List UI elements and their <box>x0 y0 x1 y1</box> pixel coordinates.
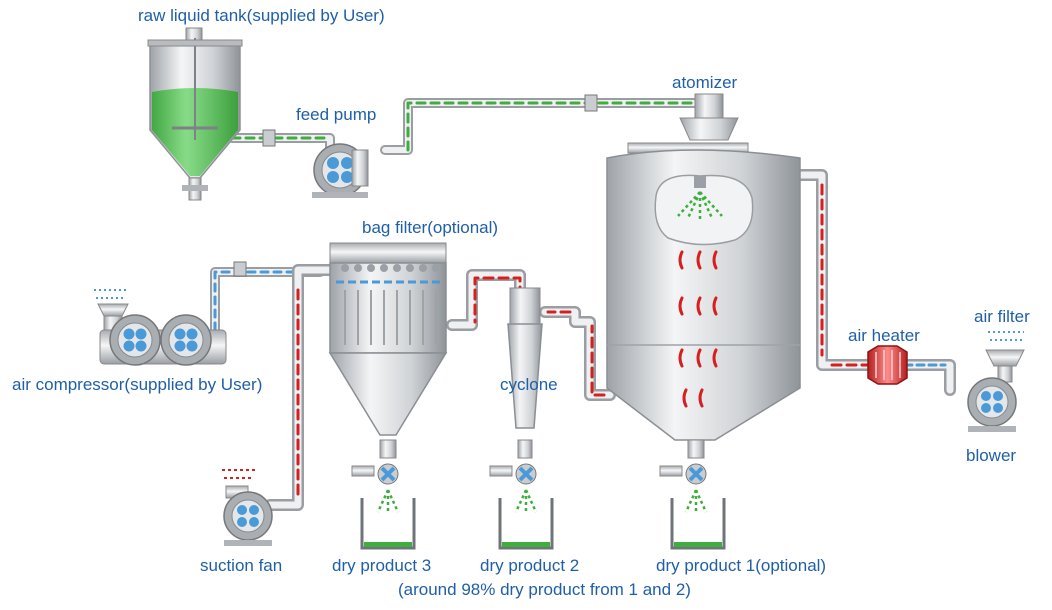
air-heater-label: air heater <box>848 326 920 345</box>
air-filter <box>985 331 1025 383</box>
dry-product-3-label: dry product 3 <box>332 556 432 575</box>
product-fill <box>364 542 722 547</box>
feed-valves <box>262 94 598 147</box>
compressed-air-pipe <box>210 267 325 335</box>
blower <box>967 377 1017 432</box>
hot-air-pipe <box>794 169 956 396</box>
raw-liquid-tank-label: raw liquid tank(supplied by User) <box>138 6 385 25</box>
atomizer-label: atomizer <box>672 73 738 92</box>
rotary-valves <box>351 463 707 485</box>
bag-filter <box>328 242 448 459</box>
cyclone-label: cyclone <box>500 375 558 394</box>
footnote-label: (around 98% dry product from 1 and 2) <box>398 580 691 599</box>
drying-chamber <box>606 93 801 459</box>
product-bins <box>360 498 726 550</box>
suction-fan <box>222 469 273 546</box>
suction-fan-label: suction fan <box>200 556 283 575</box>
feed-pump-label: feed pump <box>296 105 377 124</box>
air-heater <box>867 345 908 385</box>
bag-filter-label: bag filter(optional) <box>362 218 499 237</box>
dry-product-1-label: dry product 1(optional) <box>656 556 827 575</box>
blower-label: blower <box>966 446 1017 465</box>
air-compressor <box>94 261 247 366</box>
dry-product-2-label: dry product 2 <box>480 556 580 575</box>
exhaust-pipe <box>264 264 616 511</box>
cyclone <box>507 287 543 459</box>
product-powder <box>376 489 708 514</box>
air-compressor-label: air compressor(supplied by User) <box>12 375 263 394</box>
air-filter-label: air filter <box>974 307 1030 326</box>
raw-liquid-tank <box>147 27 243 201</box>
feed-pump <box>312 143 369 198</box>
